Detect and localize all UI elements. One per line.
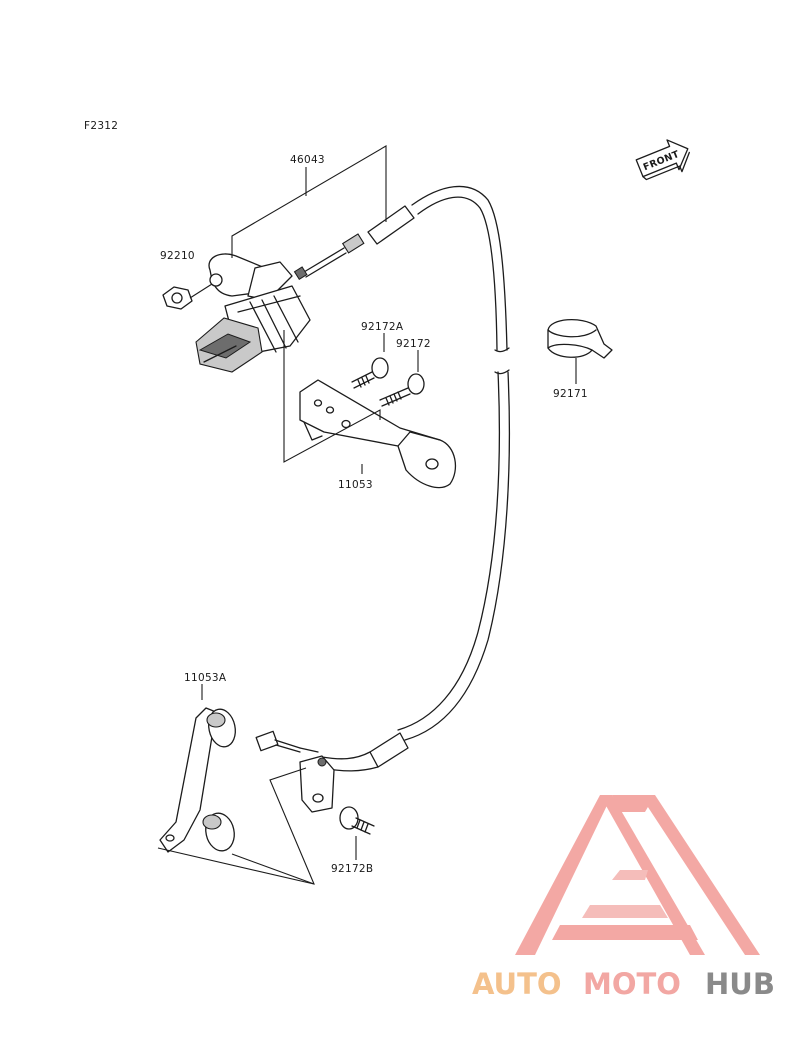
bolt-92172B <box>339 806 375 835</box>
watermark-text: AUTO MOTO HUB <box>472 967 775 1001</box>
cable-46043 <box>293 185 511 772</box>
watermark-logo-icon <box>515 795 760 955</box>
label-46043: 46043 <box>290 154 325 166</box>
bolt-92172A <box>351 357 389 389</box>
front-arrow-icon: FRONT <box>635 139 690 181</box>
cable-end-lower <box>255 730 335 813</box>
watermark-hub: HUB <box>705 967 775 1001</box>
leader-lines <box>157 145 577 885</box>
part-labels: 46043 92210 92172A 92172 92171 11053 110… <box>160 154 588 875</box>
label-11053A: 11053A <box>184 672 227 684</box>
watermark-moto: MOTO <box>583 967 681 1001</box>
label-11053: 11053 <box>338 479 373 491</box>
label-92210: 92210 <box>160 250 195 262</box>
label-92172A: 92172A <box>361 321 404 333</box>
label-92172: 92172 <box>396 338 431 350</box>
label-92172B: 92172B <box>331 863 373 875</box>
bolt-92172 <box>379 373 425 407</box>
bracket-11053 <box>299 379 457 489</box>
figure-code: F2312 <box>84 120 118 132</box>
bracket-11053A <box>159 707 236 853</box>
watermark-auto: AUTO <box>472 967 562 1001</box>
label-92171: 92171 <box>553 388 588 400</box>
clamp-92171 <box>547 319 613 359</box>
lever-92210 <box>162 253 311 373</box>
